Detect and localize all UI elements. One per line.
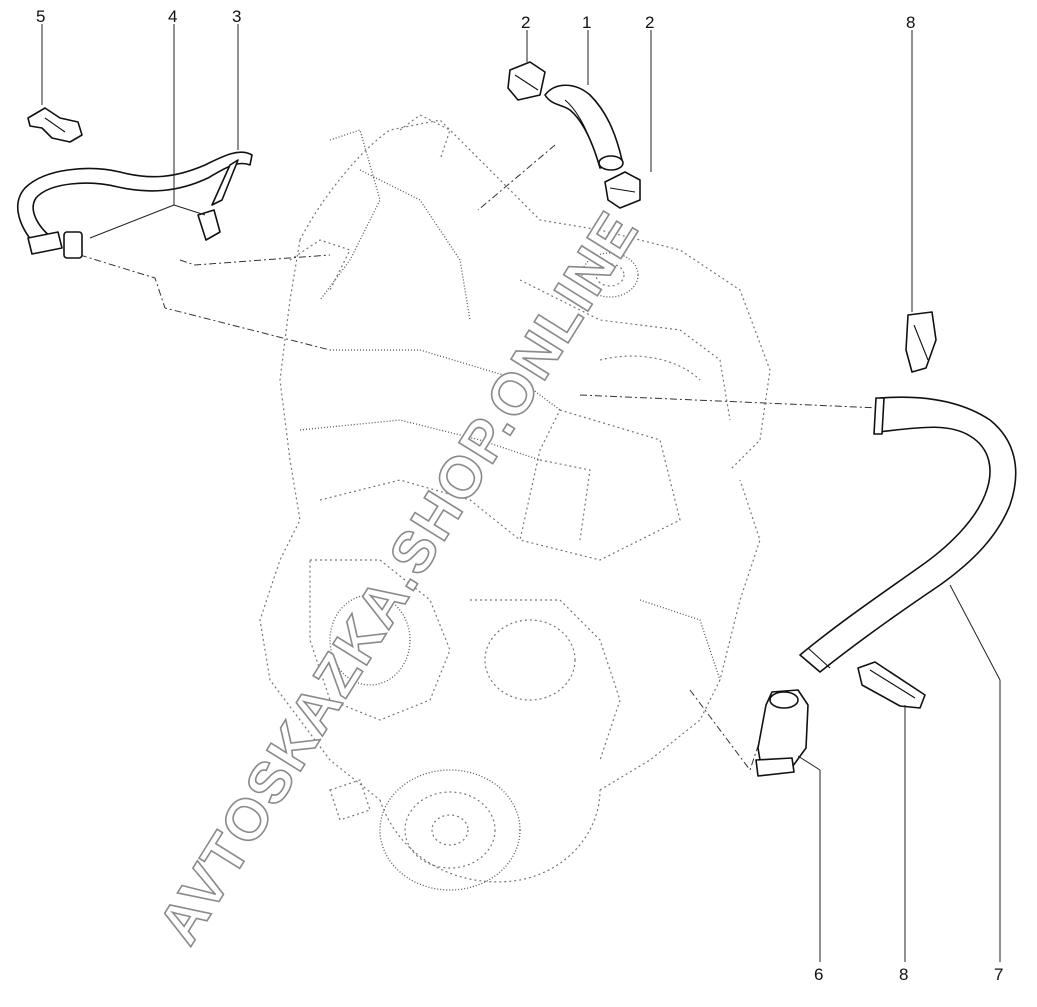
callout-4: 4 [168, 7, 177, 26]
part-1-hose [544, 84, 624, 171]
callout-1: 1 [582, 13, 591, 32]
part-7-hose [799, 396, 1017, 673]
part-2-clamp-b [604, 171, 641, 209]
assembly-lines [79, 144, 881, 772]
part-2-clamp-a [507, 61, 546, 101]
callout-labels: 5 4 3 2 1 2 8 6 8 7 [36, 7, 1003, 984]
callout-2-left: 2 [521, 13, 530, 32]
part-5-clip [27, 107, 83, 143]
callout-2-right: 2 [645, 13, 654, 32]
part-8-clamp-bottom [857, 661, 926, 709]
callout-8-top: 8 [906, 13, 915, 32]
part-8-clamp-top [905, 311, 937, 373]
part-4-clamps [63, 209, 221, 259]
watermark: AVTOSKAZKA.SHOP.ONLINE [146, 200, 651, 955]
callout-7: 7 [994, 965, 1003, 984]
part-3-hose [16, 151, 253, 255]
callout-5: 5 [36, 7, 45, 26]
callout-8-bottom: 8 [899, 965, 908, 984]
callout-6: 6 [814, 965, 823, 984]
engine-block [259, 114, 771, 891]
part-6-fitting [755, 689, 809, 777]
callout-3: 3 [232, 7, 241, 26]
leader-lines [41, 24, 1001, 962]
